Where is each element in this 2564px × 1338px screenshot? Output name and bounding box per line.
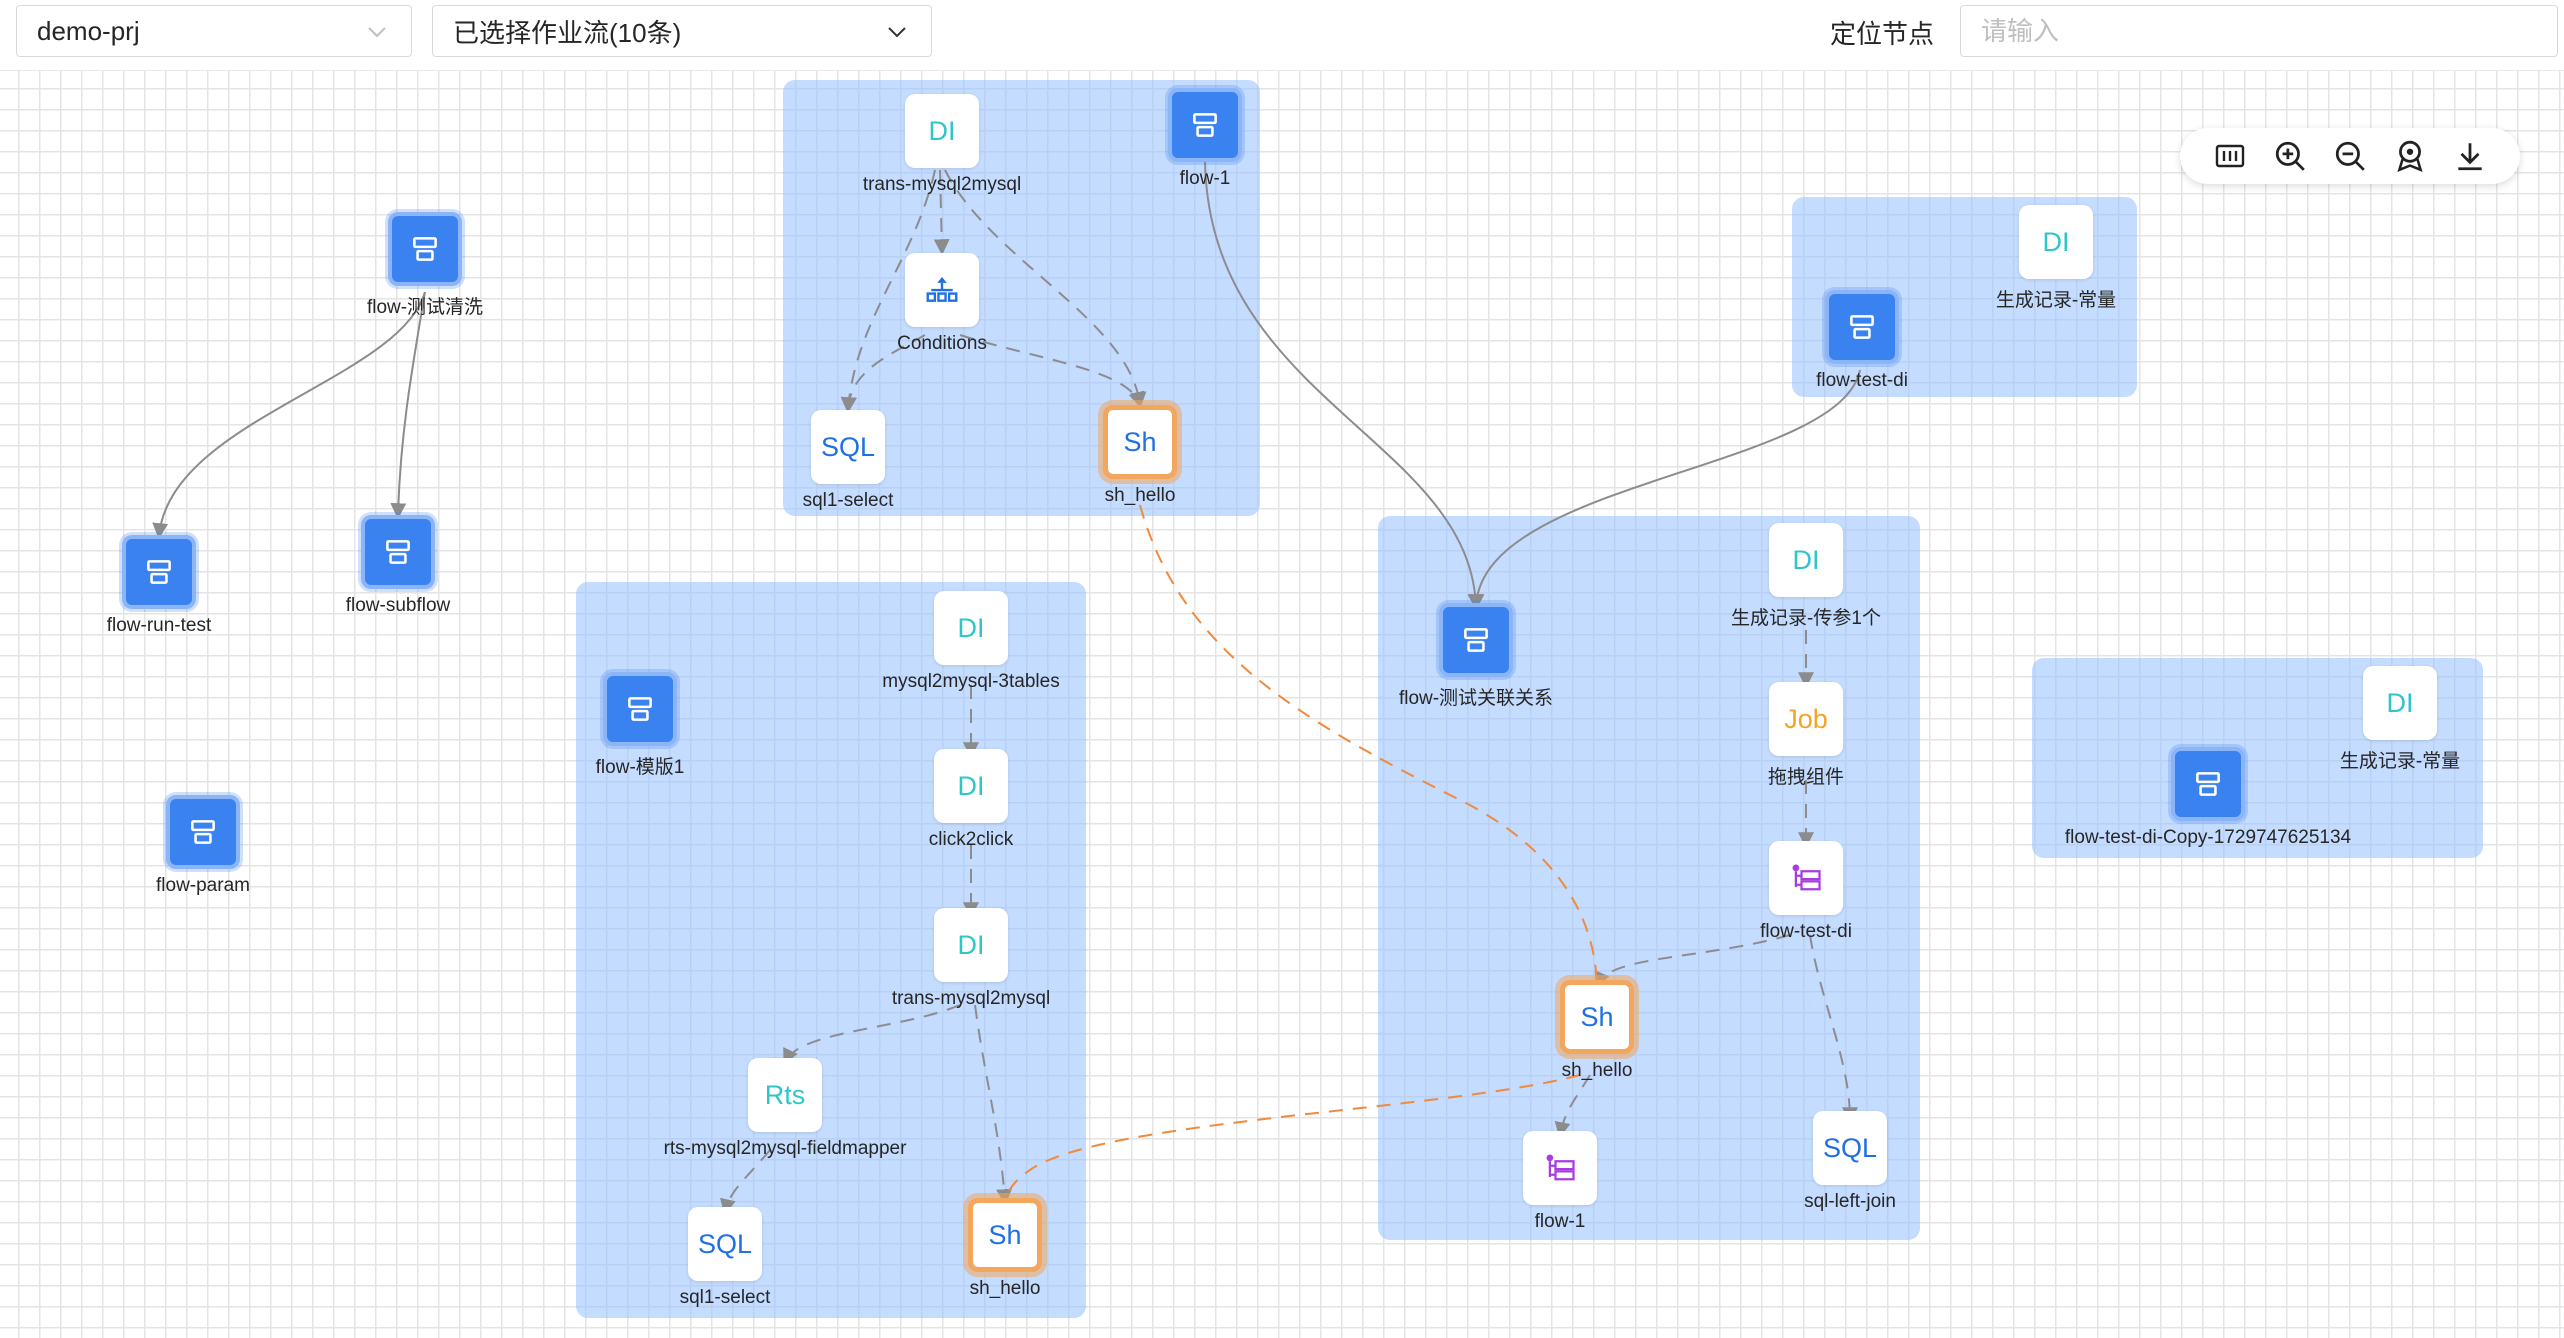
top-toolbar: demo-prj 已选择作业流(10条) 定位节点 — [0, 0, 2564, 71]
flow-icon — [166, 795, 240, 869]
di-icon: DI — [1769, 523, 1843, 597]
node-label: sh_hello — [969, 1278, 1041, 1299]
node-label: flow-测试关联关系 — [1398, 688, 1554, 709]
di-icon: DI — [934, 591, 1008, 665]
node-di-generate-param[interactable]: DI 生成记录-传参1个 — [1646, 523, 1966, 630]
shell-icon: Sh — [1103, 405, 1177, 479]
node-label: mysql2mysql-3tables — [882, 671, 1060, 692]
di-icon: DI — [934, 908, 1008, 982]
node-sql-left-join[interactable]: SQL sql-left-join — [1690, 1111, 2010, 1213]
node-sh-hello-a[interactable]: Sh sh_hello — [980, 405, 1300, 507]
node-label: flow-test-di — [1760, 921, 1852, 942]
flow-icon — [1168, 88, 1242, 162]
flow-icon — [1439, 603, 1513, 677]
node-flow-relation[interactable]: flow-测试关联关系 — [1316, 603, 1636, 710]
node-subflow-flow-1[interactable]: flow-1 — [1400, 1131, 1720, 1233]
download-icon — [2458, 143, 2482, 171]
node-label: click2click — [928, 829, 1014, 850]
node-sh-hello-c[interactable]: Sh sh_hello — [1437, 980, 1757, 1082]
node-di-click2click[interactable]: DI click2click — [811, 749, 1131, 851]
rts-icon: Rts — [748, 1058, 822, 1132]
sql-icon: SQL — [811, 410, 885, 484]
node-di-mysql2mysql-3tables[interactable]: DI mysql2mysql-3tables — [811, 591, 1131, 693]
conditions-icon — [905, 253, 979, 327]
node-flow-template1[interactable]: flow-模版1 — [480, 672, 800, 779]
node-label: sql1-select — [802, 490, 894, 511]
node-flow-param[interactable]: flow-param — [43, 795, 363, 897]
flow-icon — [603, 672, 677, 746]
node-label: sh_hello — [1104, 485, 1176, 506]
node-label: flow-test-di — [1816, 370, 1908, 391]
node-label: rts-mysql2mysql-fieldmapper — [663, 1138, 907, 1159]
node-di-generate-constant[interactable]: DI 生成记录-常量 — [1896, 205, 2216, 312]
node-label: flow-test-di-Copy-1729747625134 — [2064, 827, 2352, 848]
subflow-icon — [1769, 841, 1843, 915]
flow-select-value: 已选择作业流(10条) — [453, 17, 682, 48]
node-label: flow-subflow — [345, 595, 451, 616]
project-select[interactable]: demo-prj — [16, 5, 412, 57]
node-sh-hello-b[interactable]: Sh sh_hello — [845, 1198, 1165, 1300]
chevron-down-icon — [888, 27, 906, 38]
locate-node-input[interactable] — [1960, 5, 2558, 57]
flow-icon — [361, 515, 435, 589]
node-label: flow-run-test — [106, 615, 212, 636]
node-label: 拖拽组件 — [1767, 767, 1844, 788]
node-flow-subflow[interactable]: flow-subflow — [238, 515, 558, 617]
node-conditions[interactable]: Conditions — [782, 253, 1102, 355]
node-sql1-select-b[interactable]: SQL sql1-select — [565, 1207, 885, 1309]
fit-view-button[interactable] — [2212, 138, 2248, 174]
locate-center-button[interactable] — [2392, 138, 2428, 174]
node-di-generate-constant-copy[interactable]: DI 生成记录-常量 — [2240, 666, 2560, 773]
flow-select[interactable]: 已选择作业流(10条) — [432, 5, 932, 57]
node-flow-cleaning[interactable]: flow-测试清洗 — [265, 212, 585, 319]
download-button[interactable] — [2452, 138, 2488, 174]
job-icon: Job — [1769, 682, 1843, 756]
node-label: Conditions — [897, 333, 987, 354]
locate-node-label: 定位节点 — [1830, 19, 1935, 49]
sql-icon: SQL — [1813, 1111, 1887, 1185]
node-label: flow-1 — [1179, 168, 1231, 189]
node-flow-1[interactable]: flow-1 — [1045, 88, 1365, 190]
di-icon: DI — [934, 749, 1008, 823]
node-di-trans-mysql2mysql-b[interactable]: DI trans-mysql2mysql — [811, 908, 1131, 1010]
flow-icon — [1825, 290, 1899, 364]
node-label: 生成记录-常量 — [2339, 751, 2461, 772]
zoom-in-icon — [2275, 141, 2305, 171]
node-label: trans-mysql2mysql — [862, 174, 1022, 195]
project-select-value: demo-prj — [37, 15, 140, 46]
node-sql1-select-a[interactable]: SQL sql1-select — [688, 410, 1008, 512]
node-label: 生成记录-常量 — [1995, 290, 2117, 311]
zoom-in-button[interactable] — [2272, 138, 2308, 174]
flow-icon — [2171, 747, 2245, 821]
node-label: trans-mysql2mysql — [891, 988, 1051, 1009]
node-label: sh_hello — [1561, 1060, 1633, 1081]
subflow-icon — [1523, 1131, 1597, 1205]
node-flow-test-di[interactable]: flow-test-di — [1702, 290, 2022, 392]
zoom-out-button[interactable] — [2332, 138, 2368, 174]
sql-icon: SQL — [688, 1207, 762, 1281]
node-label: sql-left-join — [1804, 1191, 1896, 1212]
node-label: flow-param — [156, 875, 250, 896]
node-flow-test-di-copy[interactable]: flow-test-di-Copy-1729747625134 — [2048, 747, 2368, 849]
node-label: flow-1 — [1534, 1211, 1586, 1232]
zoom-out-icon — [2335, 141, 2365, 171]
node-label: sql1-select — [679, 1287, 771, 1308]
zoom-toolbar — [2180, 128, 2520, 184]
node-job-drag[interactable]: Job 拖拽组件 — [1646, 682, 1966, 789]
node-label: 生成记录-传参1个 — [1731, 608, 1881, 629]
node-subflow-flow-test-di[interactable]: flow-test-di — [1646, 841, 1966, 943]
fit-view-icon — [2215, 144, 2245, 168]
node-label: flow-模版1 — [595, 757, 685, 778]
di-icon: DI — [2363, 666, 2437, 740]
locate-center-icon — [2397, 140, 2423, 172]
shell-icon: Sh — [968, 1198, 1042, 1272]
flow-icon — [388, 212, 462, 286]
di-icon: DI — [2019, 205, 2093, 279]
di-icon: DI — [905, 94, 979, 168]
chevron-down-icon — [368, 27, 386, 38]
node-rts-fieldmapper[interactable]: Rts rts-mysql2mysql-fieldmapper — [625, 1058, 945, 1160]
node-label: flow-测试清洗 — [366, 297, 484, 318]
shell-icon: Sh — [1560, 980, 1634, 1054]
flow-icon — [122, 535, 196, 609]
